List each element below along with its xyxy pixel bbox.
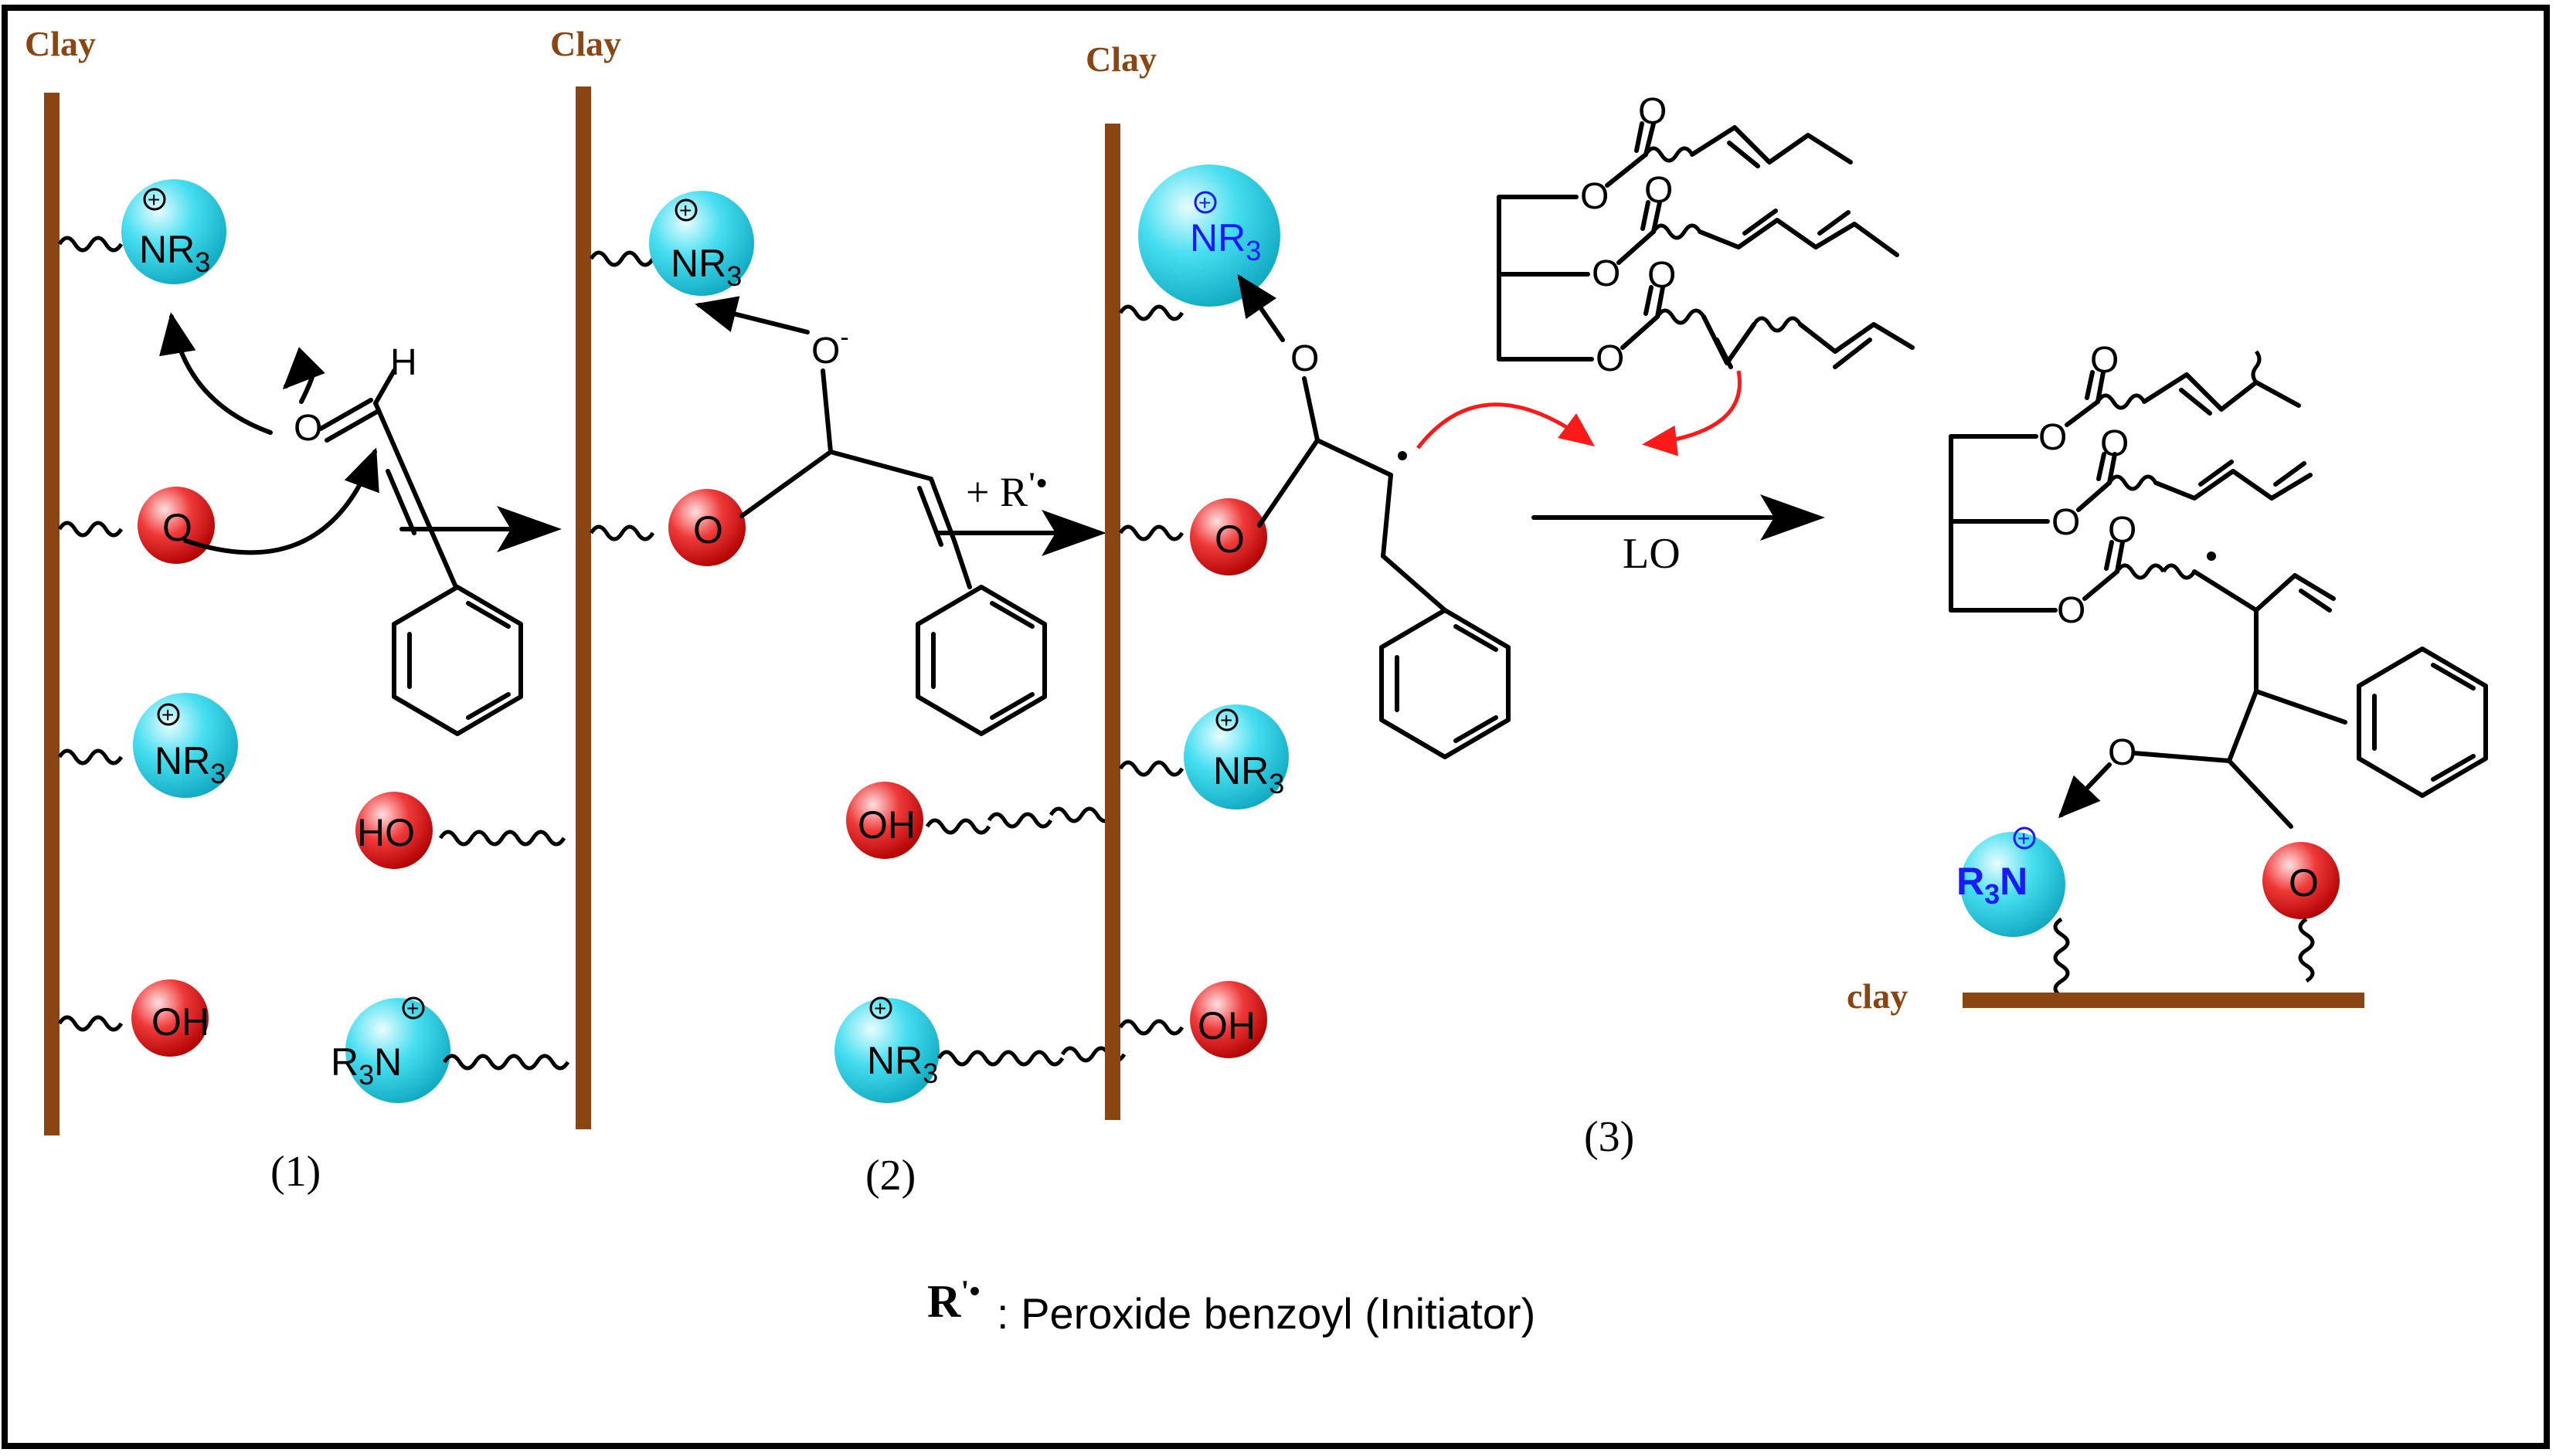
svg-text:H: H: [390, 342, 417, 383]
ammonium-group: R3N +: [1956, 826, 2036, 910]
oxygen-label: O: [2289, 861, 2319, 904]
ammonium-group: NR3 +: [671, 199, 742, 292]
svg-text:O: O: [1647, 255, 1676, 296]
svg-text:O: O: [1290, 338, 1319, 379]
svg-text:+: +: [406, 996, 419, 1020]
product-nanocomposite: O O O O O O O: [1847, 340, 2486, 1016]
initiator-addition-label: + R'•: [966, 466, 1047, 515]
ammonium-group: NR3 +: [155, 703, 226, 789]
clay-label-bottom: clay: [1847, 976, 1908, 1016]
clay-layer-1: [44, 93, 59, 1135]
ammonium-group: NR3 +: [1213, 708, 1284, 799]
legend-text: : Peroxide benzoyl (Initiator): [997, 1289, 1535, 1338]
initiator-legend: R'• : Peroxide benzoyl (Initiator): [927, 1274, 1535, 1338]
alkoxide-intermediate: O-: [739, 323, 1045, 734]
clay-label-2: Clay: [550, 24, 621, 63]
svg-text:R3N: R3N: [1956, 860, 2027, 910]
anion-sphere: [131, 979, 209, 1057]
svg-text:O: O: [2051, 502, 2080, 543]
linseed-oil-label: LO: [1623, 530, 1681, 578]
svg-text:O: O: [294, 408, 322, 449]
svg-text:NR3: NR3: [671, 242, 742, 292]
legend-symbol: R'•: [927, 1274, 980, 1327]
anion-sphere: [2262, 842, 2340, 919]
svg-text:O-: O-: [811, 323, 849, 372]
panel-3: Clay NR3 + O O: [1086, 39, 1915, 1161]
linseed-oil-triglyceride: O O O O O O: [1497, 91, 1915, 379]
clay-layer-3: [1105, 124, 1120, 1120]
ammonium-group: NR3 +: [867, 996, 938, 1089]
svg-text:NR3: NR3: [1190, 216, 1261, 266]
anion-sphere: [1190, 498, 1267, 575]
svg-text:+: +: [161, 703, 174, 727]
svg-text:+: +: [1220, 708, 1232, 732]
cinnamaldehyde: O H: [294, 342, 521, 734]
clay-label-3: Clay: [1086, 39, 1157, 79]
step-label-2: (2): [865, 1152, 916, 1200]
hydroxyl-label: HO: [357, 811, 415, 854]
cation-sphere: [834, 998, 940, 1103]
hydroxyl-label: OH: [858, 803, 916, 847]
cation-sphere: [1184, 704, 1289, 809]
svg-text:O: O: [2090, 340, 2119, 381]
clay-layer-bottom: [1963, 993, 2364, 1008]
svg-text:NR3: NR3: [155, 739, 226, 789]
svg-text:O: O: [1644, 170, 1673, 211]
svg-text:O: O: [1638, 91, 1667, 132]
panel-1: Clay NR3 + O NR3 + HO OH: [25, 24, 568, 1196]
ammonium-group: NR3 +: [1190, 191, 1261, 266]
anion-sphere: [668, 489, 746, 566]
clay-layer-2: [576, 87, 591, 1129]
svg-text:+: +: [679, 199, 692, 222]
ammonium-group: R3N +: [331, 996, 425, 1091]
svg-text:R3N: R3N: [331, 1040, 402, 1091]
panel-2: Clay NR3 + O O- + R'• OH: [550, 24, 1124, 1200]
svg-text:O: O: [2038, 417, 2067, 458]
svg-text:+: +: [2017, 826, 2030, 850]
svg-text:O: O: [2100, 423, 2129, 464]
cation-sphere: [1960, 832, 2065, 937]
svg-text:NR3: NR3: [1213, 749, 1284, 799]
svg-text:+: +: [874, 996, 886, 1020]
oxygen-label: O: [1215, 518, 1245, 561]
svg-text:+: +: [148, 188, 160, 212]
svg-text:O: O: [1596, 338, 1624, 379]
svg-text:O: O: [1592, 253, 1620, 294]
ammonium-group: NR3 +: [139, 188, 210, 278]
svg-text:+: +: [1198, 191, 1211, 215]
step-label-3: (3): [1584, 1113, 1634, 1161]
svg-text:O: O: [2108, 510, 2136, 551]
svg-text:NR3: NR3: [139, 228, 210, 278]
radical-intermediate: O: [1257, 338, 1508, 757]
hydroxyl-label: OH: [151, 1000, 209, 1044]
cation-sphere: [649, 191, 754, 296]
anion-sphere: [846, 782, 923, 859]
cation-sphere: [1138, 165, 1280, 307]
svg-text:NR3: NR3: [867, 1039, 938, 1089]
hydroxyl-label: OH: [1198, 1004, 1256, 1047]
svg-text:O: O: [2057, 590, 2085, 631]
oxygen-label: O: [693, 508, 723, 552]
clay-label-1: Clay: [25, 24, 96, 63]
step-label-1: (1): [270, 1148, 321, 1196]
cation-sphere: [345, 998, 450, 1103]
anion-sphere: [355, 792, 433, 869]
anion-sphere: [1190, 981, 1267, 1058]
svg-text:O: O: [1580, 176, 1609, 217]
